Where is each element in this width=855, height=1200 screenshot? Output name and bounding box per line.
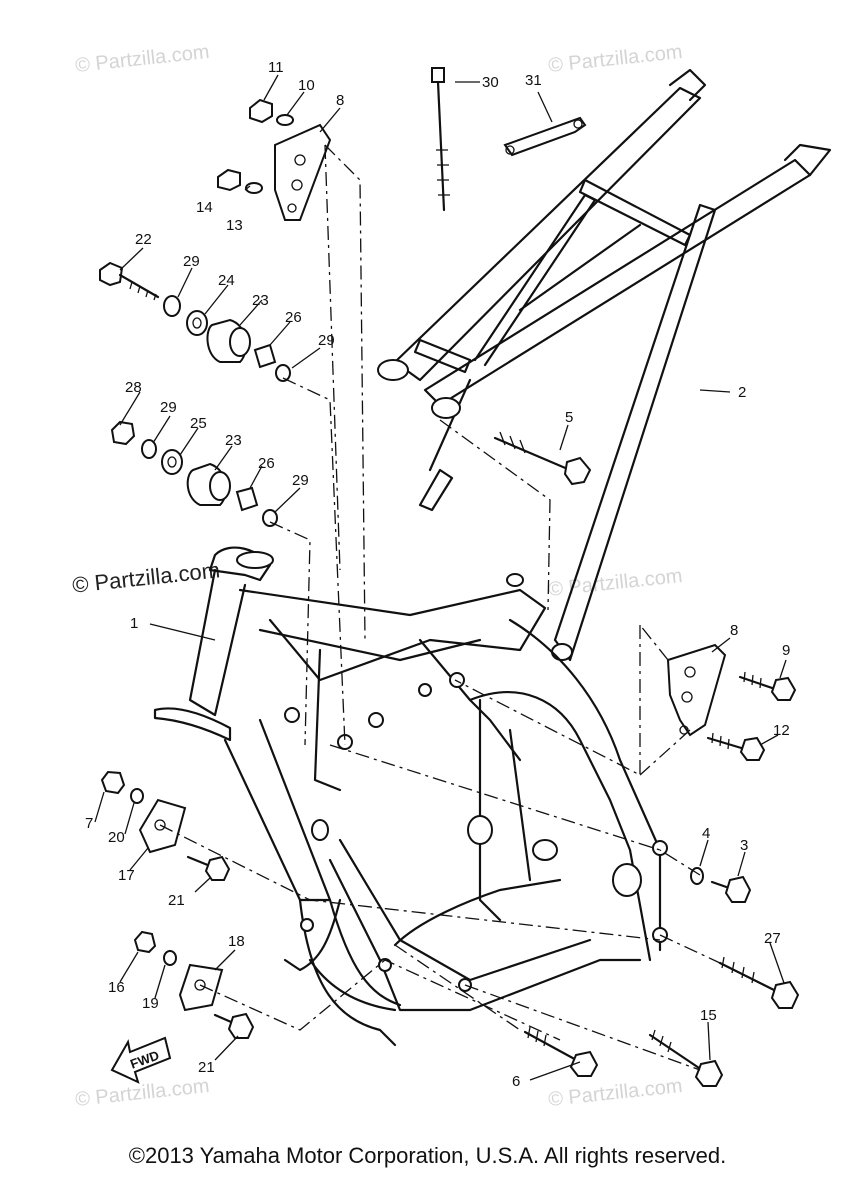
callout-12: 12 (773, 722, 790, 739)
callout-17: 17 (118, 867, 135, 884)
callout-8-top: 8 (336, 92, 344, 109)
callout-23-upper: 23 (252, 292, 269, 309)
forward-arrow-icon: FWD (110, 1036, 172, 1084)
callout-19: 19 (142, 995, 159, 1012)
callout-21-lower: 21 (198, 1059, 215, 1076)
callout-20: 20 (108, 829, 125, 846)
callout-5: 5 (565, 409, 573, 426)
callout-numbers: 1 2 3 4 5 6 7 8 8 9 10 11 12 13 14 15 16… (85, 59, 790, 1090)
callout-22: 22 (135, 231, 152, 248)
callout-29-a: 29 (183, 253, 200, 270)
callout-29-d: 29 (292, 472, 309, 489)
callout-29-b: 29 (318, 332, 335, 349)
callout-18: 18 (228, 933, 245, 950)
leader-lines (159, 144, 721, 1071)
callout-4: 4 (702, 825, 710, 842)
callout-30: 30 (482, 74, 499, 91)
bolt-5 (493, 431, 592, 486)
callout-24: 24 (218, 272, 235, 289)
engine-mount-parts-right (523, 643, 800, 1087)
callout-10: 10 (298, 77, 315, 94)
copyright-notice: ©2013 Yamaha Motor Corporation, U.S.A. A… (128, 1143, 727, 1168)
callout-26-upper: 26 (285, 309, 302, 326)
callout-6: 6 (512, 1073, 520, 1090)
callout-2: 2 (738, 384, 746, 401)
callout-1: 1 (130, 615, 138, 632)
callout-29-c: 29 (160, 399, 177, 416)
callout-26-lower: 26 (258, 455, 275, 472)
callout-28: 28 (125, 379, 142, 396)
callout-23-lower: 23 (225, 432, 242, 449)
callout-leader-lines (94, 74, 787, 1081)
callout-31: 31 (525, 72, 542, 89)
callout-8-right: 8 (730, 622, 738, 639)
main-frame (153, 546, 668, 1047)
engine-mount-parts-upper (99, 98, 332, 527)
callout-15: 15 (700, 1007, 717, 1024)
callout-7: 7 (85, 815, 93, 832)
callout-21-upper: 21 (168, 892, 185, 909)
callout-27: 27 (764, 930, 781, 947)
callout-14: 14 (196, 199, 213, 216)
rear-subframe (377, 68, 832, 662)
callout-25: 25 (190, 415, 207, 432)
callout-16: 16 (108, 979, 125, 996)
callout-13: 13 (226, 217, 243, 234)
callout-3: 3 (740, 837, 748, 854)
callout-11: 11 (268, 59, 284, 76)
callout-9: 9 (782, 642, 790, 659)
tie-wrap-and-stay (431, 67, 587, 212)
frame-exploded-diagram: FWD (85, 59, 832, 1090)
